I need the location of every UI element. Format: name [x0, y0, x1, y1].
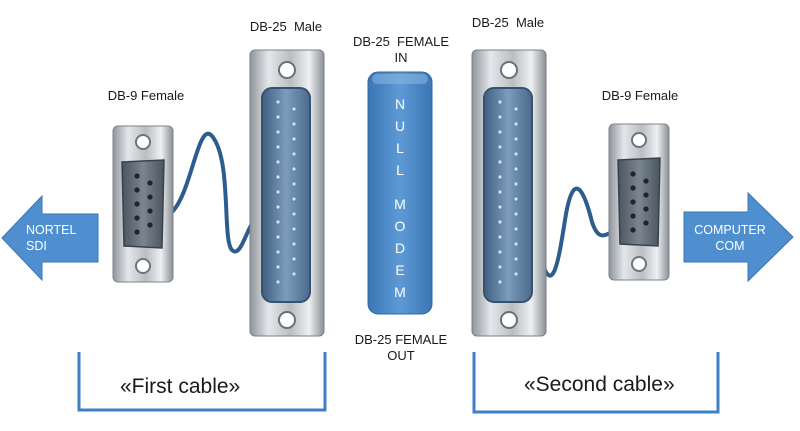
first-cable-label: «First cable»	[120, 375, 241, 398]
computer-com-arrow-label: COMPUTER COM	[694, 223, 766, 253]
db25-male-right-label: DB-25 Male	[471, 15, 545, 30]
second-cable-label: «Second cable»	[524, 373, 675, 396]
first-cable-bracket	[77, 352, 327, 412]
null-modem-letter: L	[396, 162, 404, 178]
null-modem-letter: E	[395, 262, 405, 278]
db9-female-left-connector	[112, 125, 174, 283]
null-modem-letter: U	[394, 118, 406, 134]
db25-male-left-label: DB-25 Male	[249, 19, 323, 34]
null-modem-letter: O	[394, 218, 406, 234]
db25-male-left-connector	[249, 49, 325, 337]
null-modem-letter: L	[396, 140, 404, 156]
null-modem-letter: M	[394, 196, 406, 212]
null-modem-letter: N	[394, 96, 406, 112]
second-cable-bracket	[472, 352, 720, 414]
computer-com-arrow	[683, 191, 794, 283]
db9-female-right-connector	[608, 123, 670, 281]
db25-male-right-connector	[471, 49, 547, 337]
null-modem-letter: D	[394, 240, 406, 256]
db25-female-in-label: DB-25 FEMALE IN	[352, 34, 450, 65]
db9-female-left-label: DB-9 Female	[107, 88, 185, 103]
nortel-sdi-arrow	[1, 194, 99, 282]
null-modem-letter: M	[394, 284, 406, 300]
null-modem-adapter	[367, 71, 433, 315]
left-cable-wire	[170, 131, 254, 254]
nortel-sdi-arrow-label: NORTEL SDI	[26, 223, 77, 253]
db25-female-out-label: DB-25 FEMALE OUT	[354, 332, 448, 363]
db9-female-right-label: DB-9 Female	[601, 88, 679, 103]
right-cable-wire	[540, 186, 614, 278]
